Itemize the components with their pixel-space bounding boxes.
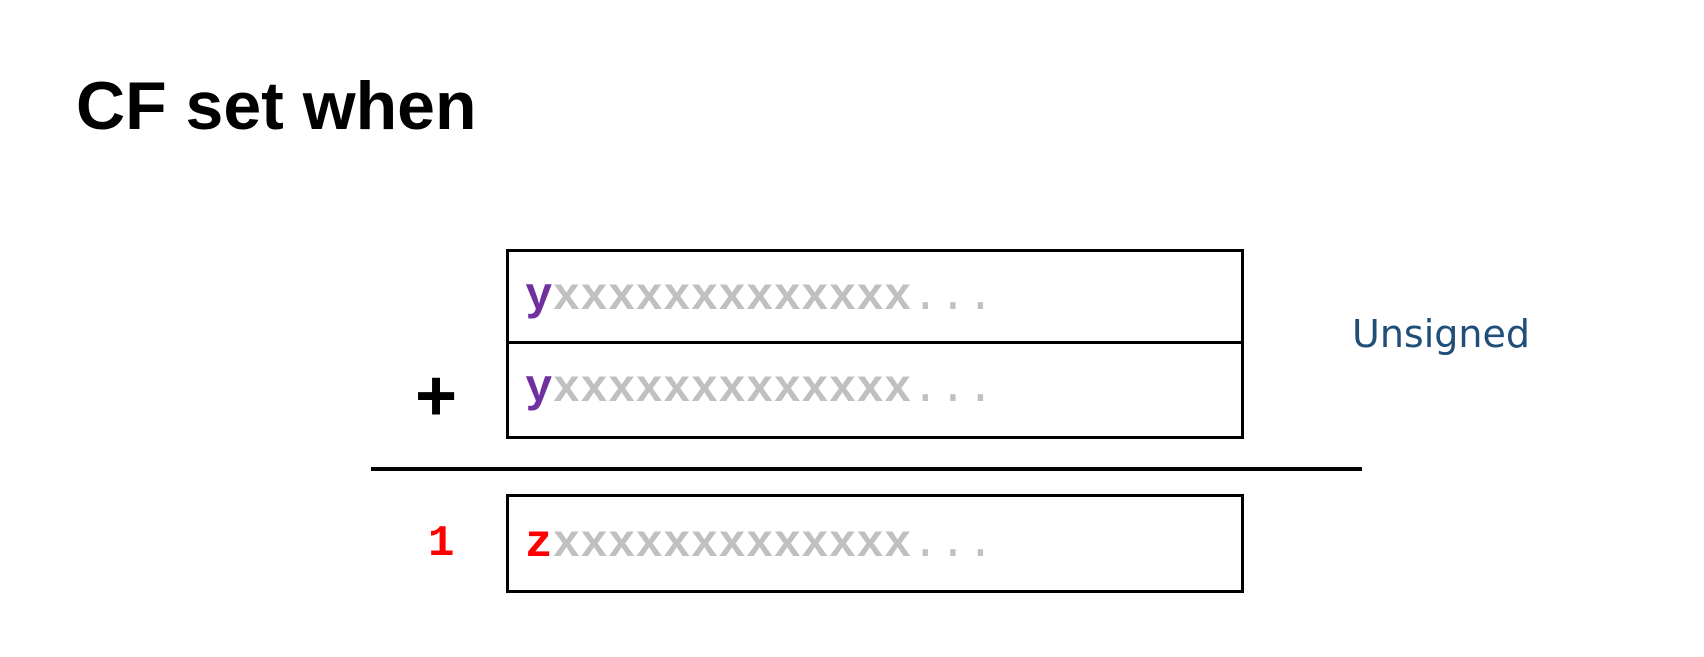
slide-title: CF set when — [76, 68, 477, 144]
sum-rule-divider — [371, 467, 1362, 471]
unsigned-label: Unsigned — [1352, 312, 1530, 356]
result-msb: z — [525, 517, 553, 570]
result-rest: xxxxxxxxxxxxx — [552, 517, 912, 570]
operand-2-bits: yxxxxxxxxxxxxx... — [525, 366, 994, 412]
operand-1-ellipsis: ... — [911, 270, 995, 323]
operand-2-rest: xxxxxxxxxxxxx — [552, 362, 912, 415]
operand-2-msb: y — [525, 362, 553, 415]
operand-1-bits: yxxxxxxxxxxxxx... — [525, 274, 994, 320]
result-box: zxxxxxxxxxxxxx... — [506, 494, 1244, 593]
operand-2-box: yxxxxxxxxxxxxx... — [506, 341, 1244, 439]
operand-2-ellipsis: ... — [911, 362, 995, 415]
operand-1-rest: xxxxxxxxxxxxx — [552, 270, 912, 323]
operand-1-msb: y — [525, 270, 553, 323]
carry-out-bit: 1 — [428, 519, 455, 569]
operand-1-box: yxxxxxxxxxxxxx... — [506, 249, 1244, 344]
result-ellipsis: ... — [911, 517, 995, 570]
result-bits: zxxxxxxxxxxxxx... — [525, 521, 994, 567]
plus-operator: + — [415, 356, 458, 436]
